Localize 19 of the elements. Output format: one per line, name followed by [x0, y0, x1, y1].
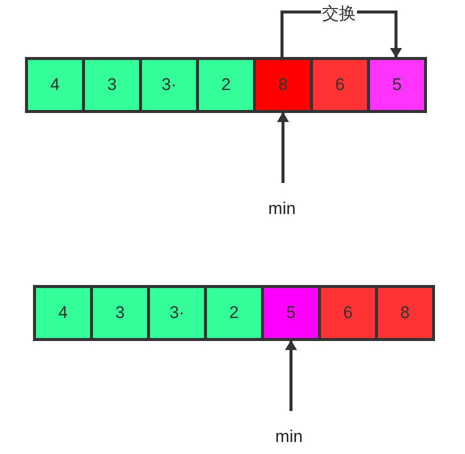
array-cell: 3·: [147, 285, 207, 341]
array-cell: 3: [90, 285, 150, 341]
array-cell: 3·: [139, 57, 199, 113]
pointer-label: min: [257, 199, 307, 221]
array-cell: 2: [204, 285, 264, 341]
array-cell: 5: [367, 57, 427, 113]
array-cell: 3: [82, 57, 142, 113]
array-cell: 6: [318, 285, 378, 341]
edge-label: 交换: [321, 2, 357, 25]
array-cell: 2: [196, 57, 256, 113]
array-cell: 4: [33, 285, 93, 341]
array-cell: 8: [375, 285, 435, 341]
arrow: [285, 340, 297, 411]
array-cell: 5: [261, 285, 321, 341]
array-cell: 4: [25, 57, 85, 113]
array-cell: 8: [253, 57, 313, 113]
pointer-label: min: [264, 427, 314, 449]
array-cell: 6: [310, 57, 370, 113]
arrow: [277, 112, 289, 183]
